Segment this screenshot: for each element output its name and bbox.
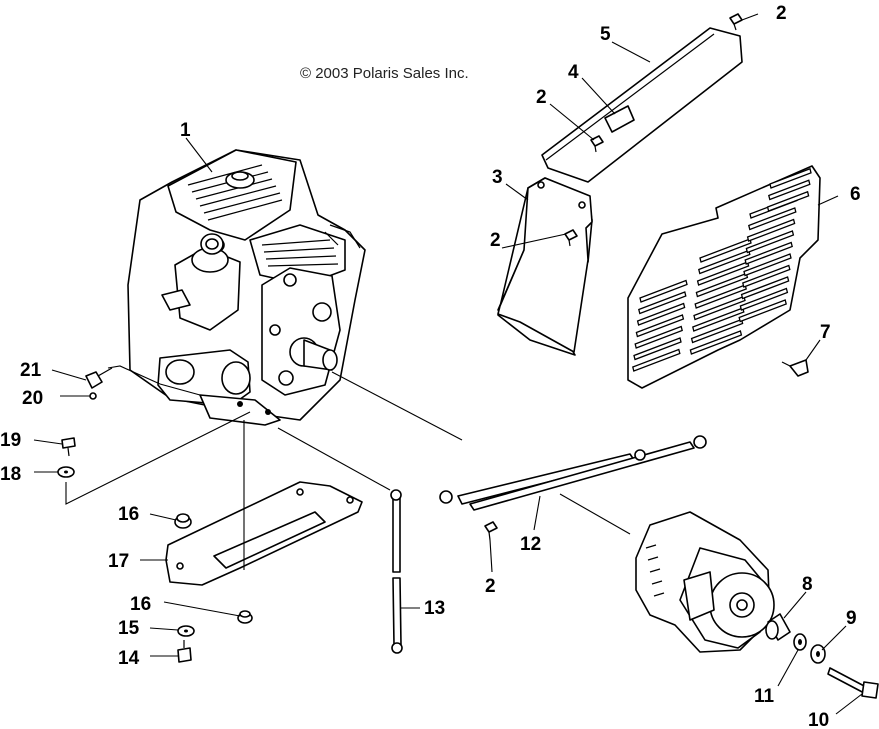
grille-slot xyxy=(639,279,688,303)
grille-slot xyxy=(743,253,792,277)
link-rod xyxy=(390,489,403,654)
callout-16-bottom: 16 xyxy=(130,594,151,615)
grommet-16-top xyxy=(174,513,192,529)
leader-lines xyxy=(33,13,863,715)
grille-slot xyxy=(738,299,787,323)
callout-2-cable: 2 xyxy=(485,576,496,597)
grille-slot xyxy=(739,287,789,311)
callout-3: 3 xyxy=(492,167,503,188)
grille-slot xyxy=(694,284,747,309)
engine xyxy=(127,149,366,426)
grille-slots xyxy=(632,167,812,372)
grille-slot xyxy=(638,291,687,315)
grille-slot xyxy=(748,207,797,231)
callout-4: 4 xyxy=(568,62,579,83)
grille-slot xyxy=(744,241,793,265)
grille-slot xyxy=(742,264,791,288)
callout-13: 13 xyxy=(424,598,445,619)
grille-slot xyxy=(696,261,750,286)
nut-20 xyxy=(89,392,97,400)
grille-slot xyxy=(746,218,796,242)
callout-2-top: 2 xyxy=(776,3,787,24)
battery-cables xyxy=(439,435,707,511)
callout-17: 17 xyxy=(108,551,129,572)
callout-11: 11 xyxy=(754,686,775,707)
grille-slot xyxy=(745,230,795,254)
grille-slot xyxy=(693,295,746,321)
grommet-16-bottom xyxy=(237,610,253,624)
grille-slot xyxy=(632,348,681,372)
drive-clutch xyxy=(635,511,775,653)
callout-12: 12 xyxy=(520,534,541,555)
top-cover-panel xyxy=(541,27,743,183)
callout-5: 5 xyxy=(600,24,611,45)
grille-slot xyxy=(740,276,790,300)
callout-2-panel: 2 xyxy=(536,87,547,108)
grille-slot xyxy=(699,238,752,263)
side-bracket xyxy=(497,177,593,356)
grille-slot xyxy=(633,337,682,361)
callout-20: 20 xyxy=(22,388,43,409)
grille-slot xyxy=(634,325,683,349)
callout-16-top: 16 xyxy=(118,504,139,525)
screw-2-bracket xyxy=(564,229,578,247)
screw-2-top xyxy=(729,13,743,31)
bolt-10 xyxy=(827,667,879,699)
callout-14: 14 xyxy=(118,648,140,669)
grille-slot xyxy=(768,179,811,201)
mount-plate xyxy=(165,481,363,586)
callout-18: 18 xyxy=(0,464,21,485)
callout-15: 15 xyxy=(118,618,140,639)
grille-slot xyxy=(690,318,744,344)
grille-slot xyxy=(766,190,810,212)
callout-7: 7 xyxy=(820,322,831,343)
grille-slot xyxy=(692,307,745,332)
bolt-14 xyxy=(177,640,192,663)
grille-slot xyxy=(689,330,743,355)
callout-19: 19 xyxy=(0,430,21,451)
grille-slot xyxy=(695,272,749,298)
screw-2-cable xyxy=(484,521,498,541)
callout-2-bracket: 2 xyxy=(490,230,501,251)
bolt-19 xyxy=(61,437,76,457)
callout-8: 8 xyxy=(802,574,813,595)
callout-9: 9 xyxy=(846,608,857,629)
screw-7 xyxy=(781,359,809,377)
callout-1: 1 xyxy=(180,120,191,141)
copyright-text: © 2003 Polaris Sales Inc. xyxy=(300,65,469,82)
callout-10: 10 xyxy=(808,710,829,729)
callout-21: 21 xyxy=(20,360,42,381)
callout-6: 6 xyxy=(850,184,861,205)
screw-2-panel xyxy=(590,135,604,153)
grille-slot xyxy=(698,249,751,275)
grille-slot xyxy=(769,167,812,189)
grille-slot xyxy=(635,314,685,338)
fitting-21 xyxy=(85,367,113,389)
grille-slot xyxy=(636,302,686,326)
spacer-8 xyxy=(765,613,791,641)
